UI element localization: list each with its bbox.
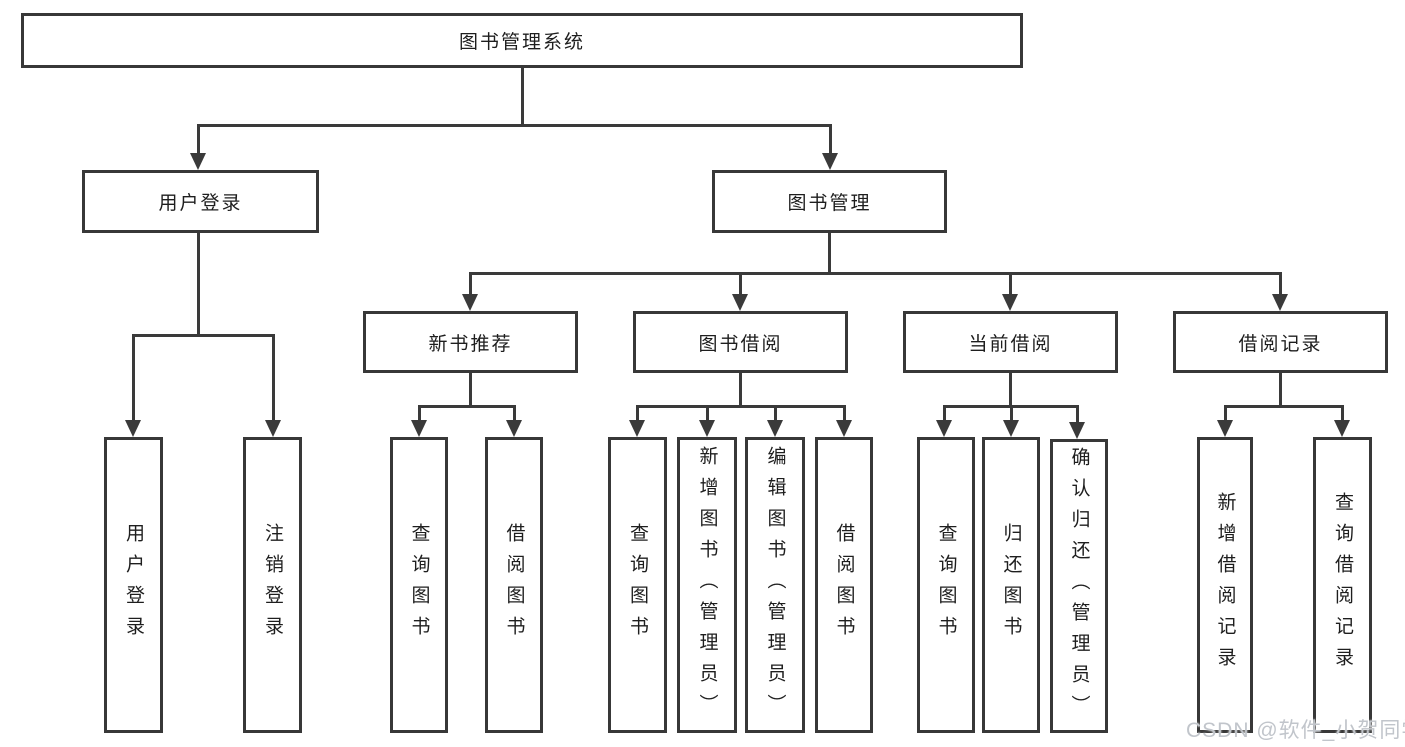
connector-line (197, 124, 200, 156)
connector-line (739, 373, 742, 408)
leaf-borrowing-borrow-books: 借阅图书 (815, 437, 873, 733)
connector-line (1010, 405, 1013, 423)
arrow-down-icon (1002, 294, 1018, 311)
arrow-down-icon (1069, 422, 1085, 439)
arrow-down-icon (411, 420, 427, 437)
connector-line (272, 334, 275, 423)
arrow-down-icon (936, 420, 952, 437)
connector-line (1224, 405, 1227, 423)
connector-line (132, 334, 275, 337)
node-book-management: 图书管理 (712, 170, 947, 233)
arrow-down-icon (629, 420, 645, 437)
arrow-down-icon (125, 420, 141, 437)
connector-line (1076, 405, 1079, 425)
leaf-recommend-query-books: 查询图书 (390, 437, 448, 733)
connector-line (1009, 272, 1012, 297)
connector-line (513, 405, 516, 423)
connector-line (1224, 405, 1343, 408)
arrow-down-icon (822, 153, 838, 170)
connector-line (521, 68, 524, 126)
arrow-down-icon (767, 420, 783, 437)
connector-line (943, 405, 946, 423)
connector-line (469, 373, 472, 408)
leaf-borrowing-edit-books-admin: 编辑图书（管理员） (745, 437, 805, 733)
connector-line (636, 405, 639, 423)
connector-line (418, 405, 516, 408)
node-borrowing-records: 借阅记录 (1173, 311, 1388, 373)
leaf-borrowing-add-books-admin: 新增图书（管理员） (677, 437, 737, 733)
connector-line (1279, 272, 1282, 297)
leaf-recommend-borrow-books: 借阅图书 (485, 437, 543, 733)
connector-line (197, 124, 832, 127)
connector-line (469, 272, 472, 297)
leaf-records-query-record: 查询借阅记录 (1313, 437, 1372, 733)
connector-line (706, 405, 709, 423)
node-library-management-system: 图书管理系统 (21, 13, 1023, 68)
connector-line (829, 124, 832, 156)
node-book-borrowing: 图书借阅 (633, 311, 848, 373)
arrow-down-icon (265, 420, 281, 437)
connector-line (1279, 373, 1282, 408)
arrow-down-icon (1003, 420, 1019, 437)
connector-line (132, 334, 135, 423)
arrow-down-icon (190, 153, 206, 170)
arrow-down-icon (1334, 420, 1350, 437)
node-user-login: 用户登录 (82, 170, 319, 233)
node-new-book-recommend: 新书推荐 (363, 311, 578, 373)
arrow-down-icon (506, 420, 522, 437)
connector-line (418, 405, 421, 423)
arrow-down-icon (732, 294, 748, 311)
connector-line (843, 405, 846, 423)
arrow-down-icon (462, 294, 478, 311)
arrow-down-icon (699, 420, 715, 437)
leaf-current-confirm-return-admin: 确认归还（管理员） (1050, 439, 1108, 733)
leaf-user-login: 用户登录 (104, 437, 163, 733)
arrow-down-icon (1217, 420, 1233, 437)
connector-line (1341, 405, 1344, 423)
leaf-logout: 注销登录 (243, 437, 302, 733)
connector-line (197, 233, 200, 337)
connector-line (636, 405, 845, 408)
connector-line (1009, 373, 1012, 408)
connector-line (469, 272, 1282, 275)
arrow-down-icon (836, 420, 852, 437)
connector-line (739, 272, 742, 297)
csdn-watermark: CSDN @软件_小贺同学 (1186, 719, 1405, 742)
arrow-down-icon (1272, 294, 1288, 311)
leaf-current-query-books: 查询图书 (917, 437, 975, 733)
connector-line (774, 405, 777, 423)
connector-line (828, 233, 831, 275)
node-current-borrowing: 当前借阅 (903, 311, 1118, 373)
leaf-records-add-record: 新增借阅记录 (1197, 437, 1253, 733)
leaf-borrowing-query-books: 查询图书 (608, 437, 667, 733)
leaf-current-return-books: 归还图书 (982, 437, 1040, 733)
